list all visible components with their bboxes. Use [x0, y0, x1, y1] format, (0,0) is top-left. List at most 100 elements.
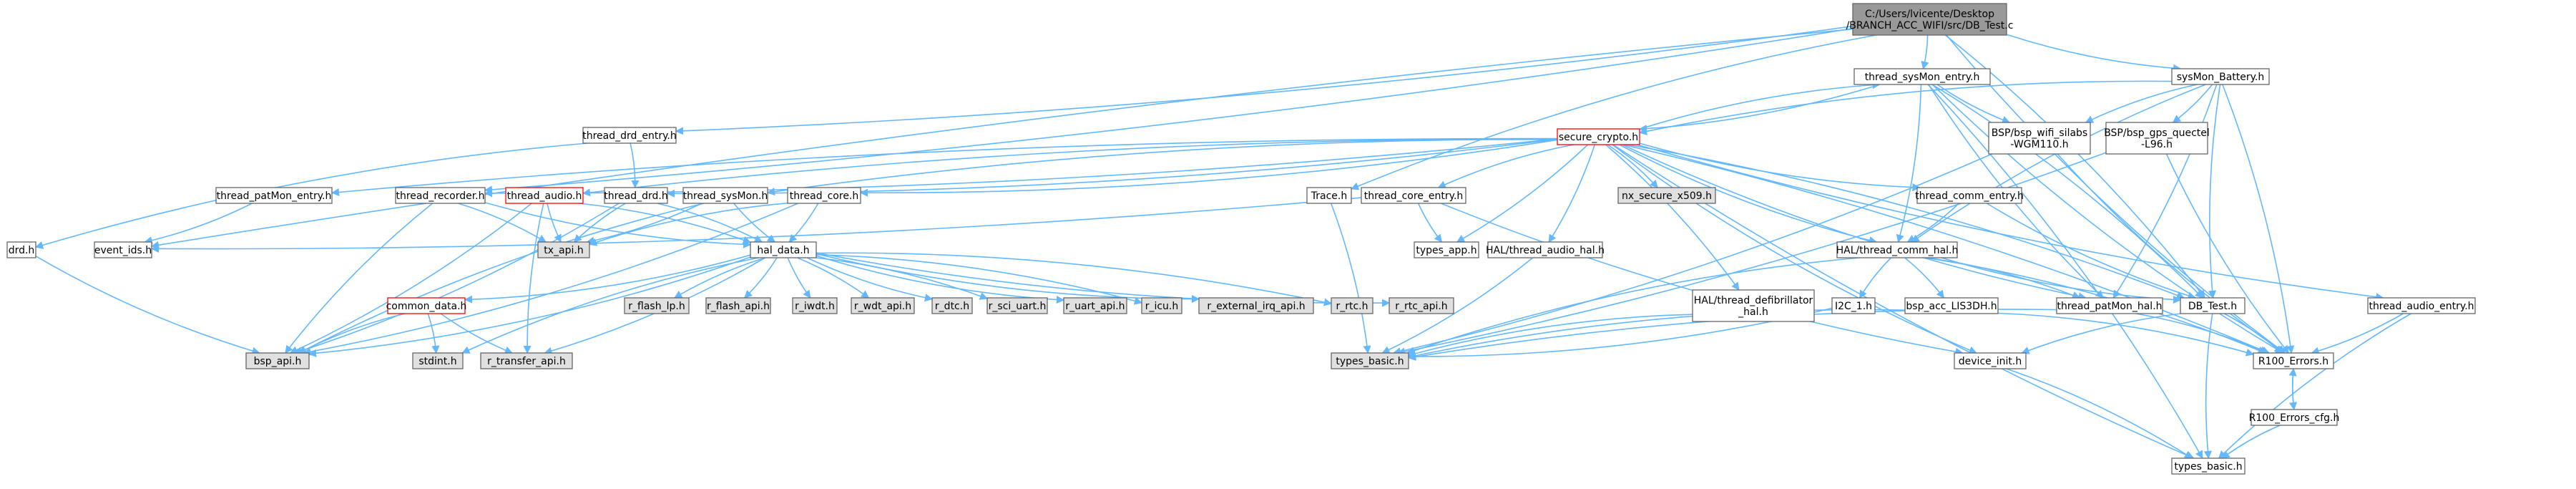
- node-trace[interactable]: Trace.h: [1306, 187, 1352, 204]
- node-thread-comm-entry[interactable]: thread_comm_entry.h: [1915, 187, 2024, 204]
- edge-line: [35, 255, 260, 355]
- node-r-flash-lp[interactable]: r_flash_lp.h: [624, 297, 690, 314]
- edge-sysmon_battery-to-bsp_gps: [2172, 84, 2213, 123]
- edge-sysmon_battery-to-thread_patmon_hal: [2112, 84, 2218, 299]
- node-thread-core[interactable]: thread_core.h: [787, 187, 861, 204]
- edge-line: [144, 203, 253, 245]
- node-r-wdt-api[interactable]: r_wdt_api.h: [851, 297, 915, 314]
- edge-secure_crypto-to-thread_sysmon_entry: [1639, 81, 1881, 130]
- node-db-test[interactable]: DB_Test.h: [2180, 297, 2246, 314]
- node-bsp-wifi[interactable]: BSP/bsp_wifi_silabs-WGM110.h: [1988, 122, 2091, 155]
- node-r-transfer-api[interactable]: r_transfer_api.h: [480, 352, 573, 369]
- node-bsp-gps[interactable]: BSP/bsp_gps_quectel-L96.h: [2104, 122, 2210, 155]
- node-thread-drd[interactable]: thread_drd.h: [604, 187, 668, 204]
- edge-line: [1437, 144, 1574, 188]
- node-r-sci-uart[interactable]: r_sci_uart.h: [986, 297, 1048, 314]
- edge-root-to-thread_recorder: [484, 27, 1853, 194]
- node-hal-defib[interactable]: HAL/thread_defibrillator_hal.h: [1692, 289, 1815, 322]
- edge-hal_comm-to-bsp_acc: [1904, 257, 1944, 299]
- node-box: [792, 297, 838, 314]
- node-box: [2171, 457, 2246, 475]
- node-box: [2253, 352, 2334, 369]
- node-box: [1617, 187, 1716, 204]
- node-r-iwdt[interactable]: r_iwdt.h: [792, 297, 838, 314]
- edge-line: [806, 257, 934, 302]
- node-r-external-irq-api[interactable]: r_external_irq_api.h: [1198, 297, 1314, 314]
- node-hal-data[interactable]: hal_data.h: [750, 241, 817, 258]
- edge-thread_patmon_hal-to-r100_errors: [2135, 313, 2268, 354]
- node-thread-audio[interactable]: thread_audio.h: [505, 187, 584, 204]
- node-hal-comm[interactable]: HAL/thread_comm_hal.h: [1836, 241, 1959, 258]
- edge-line: [766, 138, 1558, 196]
- node-label: thread_audio_entry.h: [2369, 301, 2474, 312]
- node-root: C:/Users/lvicente/Desktop/BRANCH_ACC_WIF…: [1846, 3, 2013, 36]
- node-common-data[interactable]: common_data.h: [386, 297, 467, 314]
- node-stdint[interactable]: stdint.h: [412, 352, 464, 369]
- node-thread-sysmon[interactable]: thread_sysMon.h: [682, 187, 768, 204]
- node-hal-audio[interactable]: HAL/thread_audio_hal.h: [1486, 241, 1605, 258]
- node-box: [682, 187, 768, 204]
- node-label: types_basic.h: [2174, 461, 2242, 473]
- node-event-ids[interactable]: event_ids.h: [94, 241, 152, 258]
- node-box: [1904, 297, 1999, 314]
- node-bsp-api[interactable]: bsp_api.h: [245, 352, 310, 369]
- node-drd[interactable]: drd.h: [6, 241, 36, 258]
- node-label: r_flash_api.h: [707, 301, 770, 312]
- edge-line: [150, 28, 1853, 249]
- edge-line: [484, 138, 1558, 198]
- node-label: r_transfer_api.h: [487, 356, 566, 367]
- edge-hal_data-to-r_flash_lp: [673, 257, 766, 299]
- node-r100-errors[interactable]: R100_Errors.h: [2253, 352, 2334, 369]
- node-r-rtc[interactable]: r_rtc.h: [1331, 297, 1373, 314]
- node-thread-audio-entry[interactable]: thread_audio_entry.h: [2367, 297, 2476, 314]
- edge-line: [1911, 84, 2206, 243]
- node-tx-api[interactable]: tx_api.h: [537, 241, 590, 258]
- node-box: [505, 187, 584, 204]
- edge-hal_defib-to-types_basic_ext: [1407, 314, 1693, 358]
- edge-thread_sysmon_entry-to-secure_crypto: [1638, 84, 1880, 133]
- edge-sysmon_battery-to-secure_crypto: [1638, 80, 2173, 135]
- node-thread-sysmon-entry[interactable]: thread_sysMon_entry.h: [1853, 68, 1991, 85]
- edge-db_test-to-r100_errors: [2223, 313, 2283, 354]
- node-r-dtc[interactable]: r_dtc.h: [931, 297, 973, 314]
- edge-line: [1607, 144, 1658, 188]
- node-r100-errors-cfg[interactable]: R100_Errors_cfg.h: [2249, 409, 2340, 426]
- node-types-basic-ext[interactable]: types_basic.h: [1331, 352, 1409, 369]
- edge-thread_audio_entry-to-types_basic: [2218, 313, 2411, 459]
- edge-line: [1936, 84, 2011, 124]
- node-sysmon-battery[interactable]: sysMon_Battery.h: [2171, 68, 2270, 85]
- node-box: [705, 297, 771, 314]
- node-thread-patmon-entry[interactable]: thread_patMon_entry.h: [215, 187, 333, 204]
- node-box: [931, 297, 973, 314]
- node-r-icu[interactable]: r_icu.h: [1141, 297, 1182, 314]
- edge-line: [1406, 257, 1860, 355]
- edge-thread_comm_entry-to-db_test: [1986, 203, 2196, 300]
- edge-thread_patmon_entry-to-event_ids: [144, 203, 253, 245]
- node-label: I2C_1.h: [1835, 301, 1872, 312]
- edge-line: [2218, 313, 2411, 459]
- edge-line: [461, 257, 759, 354]
- node-box: [215, 187, 333, 204]
- edge-thread_core-to-hal_data: [788, 203, 819, 243]
- node-types-app[interactable]: types_app.h: [1414, 241, 1479, 258]
- node-thread-core-entry[interactable]: thread_core_entry.h: [1361, 187, 1466, 204]
- node-r-flash-api[interactable]: r_flash_api.h: [705, 297, 771, 314]
- edge-hal_data-to-r_rtc: [816, 252, 1333, 306]
- node-device-init[interactable]: device_init.h: [1954, 352, 2027, 369]
- node-r-rtc-api[interactable]: r_rtc_api.h: [1389, 297, 1454, 314]
- edge-root-to-trace: [1350, 34, 1876, 190]
- node-box: [986, 297, 1048, 314]
- node-bsp-acc[interactable]: bsp_acc_LIS3DH.h: [1904, 297, 1999, 314]
- node-nx-secure[interactable]: nx_secure_x509.h: [1617, 187, 1716, 204]
- node-thread-patmon-hal[interactable]: thread_patMon_hal.h: [2056, 297, 2163, 314]
- node-types-basic[interactable]: types_basic.h: [2171, 457, 2246, 475]
- node-thread-recorder[interactable]: thread_recorder.h: [395, 187, 486, 204]
- node-thread-drd-entry[interactable]: thread_drd_entry.h: [582, 127, 677, 144]
- node-i2c-1[interactable]: I2C_1.h: [1831, 297, 1876, 314]
- edge-line: [582, 138, 1558, 197]
- edge-line: [675, 25, 1853, 135]
- node-secure-crypto[interactable]: secure_crypto.h: [1557, 128, 1640, 145]
- node-r-uart-api[interactable]: r_uart_api.h: [1063, 297, 1127, 314]
- edge-line: [1904, 257, 1944, 299]
- edge-thread_drd-to-bsp_api: [293, 203, 619, 355]
